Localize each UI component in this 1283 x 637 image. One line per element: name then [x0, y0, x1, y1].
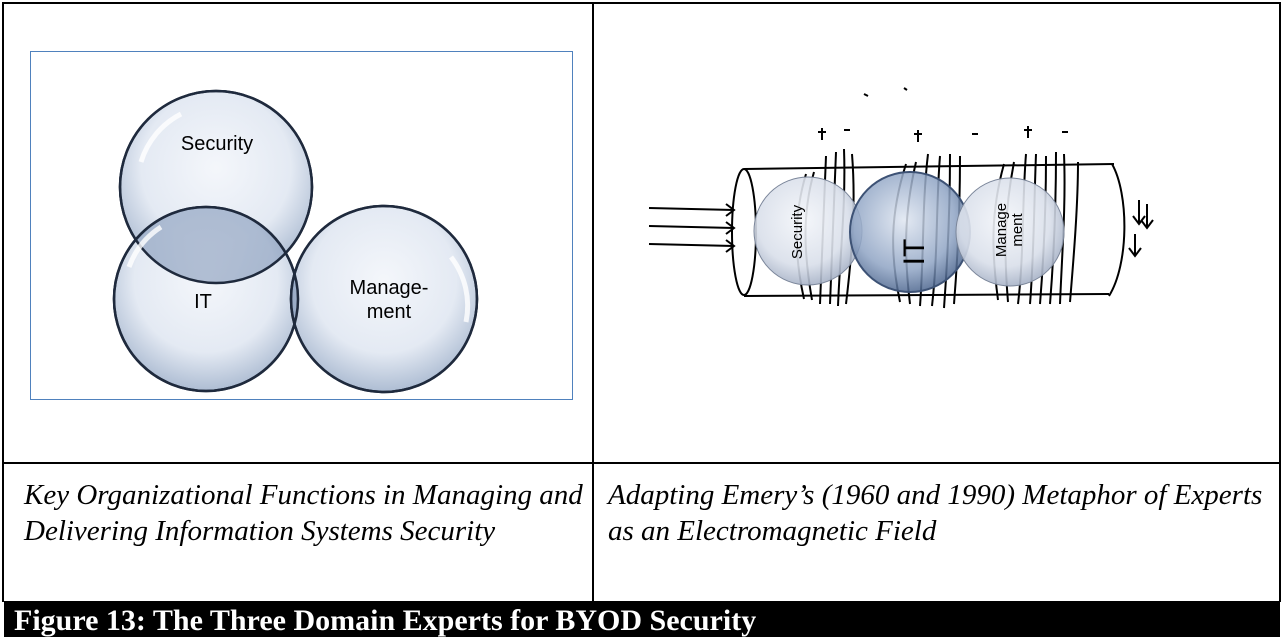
sphere-management	[955, 177, 1065, 287]
venn-label-it: IT	[194, 291, 212, 313]
caption-left: Key Organizational Functions in Managing…	[24, 479, 583, 547]
venn-diagram: Security IT Manage- ment	[112, 89, 479, 394]
venn-label-security: Security	[181, 133, 253, 155]
venn-cell: Security IT Manage- ment	[4, 4, 592, 462]
venn-label-management-2: ment	[367, 301, 412, 323]
sphere-label-it: IT	[898, 239, 931, 266]
table-border-right	[1279, 2, 1281, 602]
figure-caption-bar: Figure 13: The Three Domain Experts for …	[4, 601, 1280, 637]
table-divider-row	[2, 462, 1281, 464]
sphere-label-management-2: ment	[1009, 213, 1026, 247]
electromagnetic-field-sketch: Security IT Manage ment	[648, 87, 1154, 309]
sphere-label-management-1: Manage	[993, 203, 1010, 257]
sphere-it	[849, 171, 971, 293]
table-divider-middle	[592, 2, 594, 602]
table-border-left	[2, 2, 4, 602]
figure-caption: Figure 13: The Three Domain Experts for …	[14, 604, 757, 637]
venn-label-management-1: Manage-	[350, 277, 429, 299]
caption-right: Adapting Emery’s (1960 and 1990) Metapho…	[608, 479, 1263, 547]
table-border-top	[2, 2, 1281, 4]
venn-diagram-frame: Security IT Manage- ment	[30, 51, 573, 400]
sphere-label-security: Security	[789, 204, 806, 259]
field-cell: Security IT Manage ment	[594, 4, 1279, 462]
sphere-security	[753, 176, 863, 286]
